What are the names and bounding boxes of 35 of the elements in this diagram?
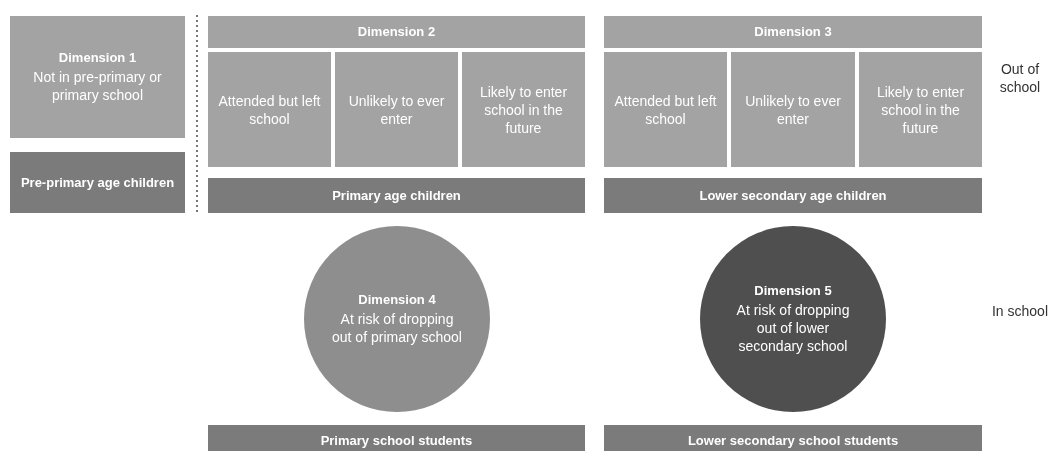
- dimension-heading: Dimension 1: [58, 50, 137, 65]
- age-group-bar: [604, 178, 982, 213]
- dimension-heading: Dimension 4: [358, 292, 436, 307]
- age-group-bar: [604, 425, 982, 451]
- age-group-bar: [208, 425, 585, 451]
- category-box: [462, 52, 585, 167]
- row-label: Out of school: [998, 60, 1042, 96]
- group-label: Lower secondary school students: [687, 431, 899, 449]
- category-box: [604, 52, 727, 167]
- age-group-bar: [10, 152, 185, 213]
- category-box: [859, 52, 982, 167]
- category-text: At risk of dropping out of lower secondary school: [735, 301, 851, 355]
- group-label: Primary age children: [332, 187, 461, 204]
- dimension-panel: [208, 16, 585, 167]
- dimension-heading: Dimension 5: [754, 283, 832, 298]
- group-label: Lower secondary age children: [699, 187, 887, 204]
- dimension-panel: [604, 16, 982, 167]
- category-text: At risk of dropping out of primary school: [331, 310, 463, 346]
- category-text: Unlikely to ever enter: [347, 91, 446, 128]
- category-text: Attended but left school: [613, 91, 718, 128]
- row-label: In school: [990, 302, 1049, 320]
- category-box: [208, 52, 331, 167]
- dimension-heading: Dimension 2: [208, 16, 585, 48]
- group-label: Primary school students: [320, 431, 473, 449]
- age-group-bar: [208, 178, 585, 213]
- category-text: Likely to enter school in the future: [478, 82, 569, 137]
- category-box: [335, 52, 458, 167]
- category-text: Attended but left school: [217, 91, 322, 128]
- category-box: [731, 52, 855, 167]
- group-label: Pre-primary age children: [20, 174, 175, 191]
- category-text: Unlikely to ever enter: [744, 91, 842, 128]
- category-text: Not in pre-primary or primary school: [32, 68, 163, 104]
- dimension-heading: Dimension 3: [604, 16, 982, 48]
- category-box: [10, 16, 185, 138]
- category-text: Likely to enter school in the future: [875, 82, 966, 137]
